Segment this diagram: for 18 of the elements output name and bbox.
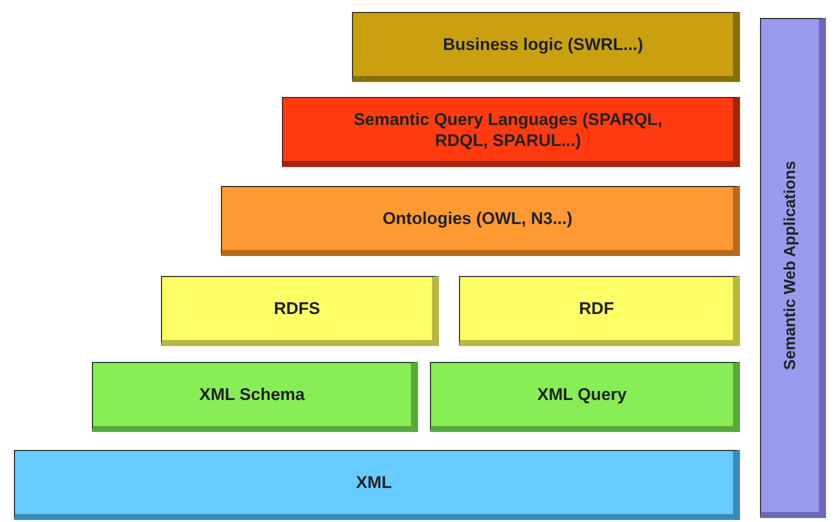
layer-label: Semantic Web Applications (780, 161, 800, 370)
layer-block (161, 276, 439, 346)
layer-label: Semantic Query Languages (SPARQL, RDQL, SPARUL...) (352, 108, 664, 150)
layer-label: XML (356, 472, 392, 493)
layer-block (221, 186, 740, 256)
layer-block (352, 12, 740, 82)
layer-block (14, 450, 740, 520)
layer-label: RDF (579, 298, 614, 319)
layer-label: RDFS (274, 298, 320, 319)
layer-block (459, 276, 740, 346)
layer-block (92, 362, 418, 432)
layer-label: XML Schema (199, 384, 305, 405)
layer-label: Ontologies (OWL, N3...) (382, 208, 572, 229)
layer-block (282, 97, 740, 167)
side-bar (760, 18, 826, 518)
layer-label: XML Query (537, 384, 627, 405)
layer-label: Business logic (SWRL...) (442, 34, 644, 55)
layer-block (430, 362, 740, 432)
